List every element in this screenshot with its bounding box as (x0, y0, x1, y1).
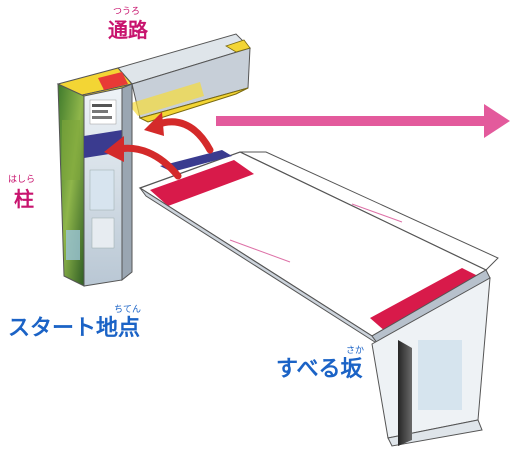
red-arrow-lower (104, 136, 182, 180)
pillar (56, 67, 133, 287)
slope-box (138, 150, 499, 447)
label-slope-ruby: さか (346, 346, 365, 356)
label-pillar: 柱 (14, 187, 34, 211)
label-start: スタート地点 (8, 316, 141, 341)
label-start-ruby: ちてん (114, 305, 142, 315)
pink-arrow-right (216, 104, 510, 138)
label-passage: 通路 (108, 18, 148, 42)
red-arrow-upper (144, 112, 214, 154)
label-passage-ruby: つうろ (113, 7, 141, 17)
passage-channel (117, 33, 251, 123)
label-pillar-ruby: はしら (8, 175, 36, 185)
label-slope: すべる坂 (276, 357, 363, 382)
